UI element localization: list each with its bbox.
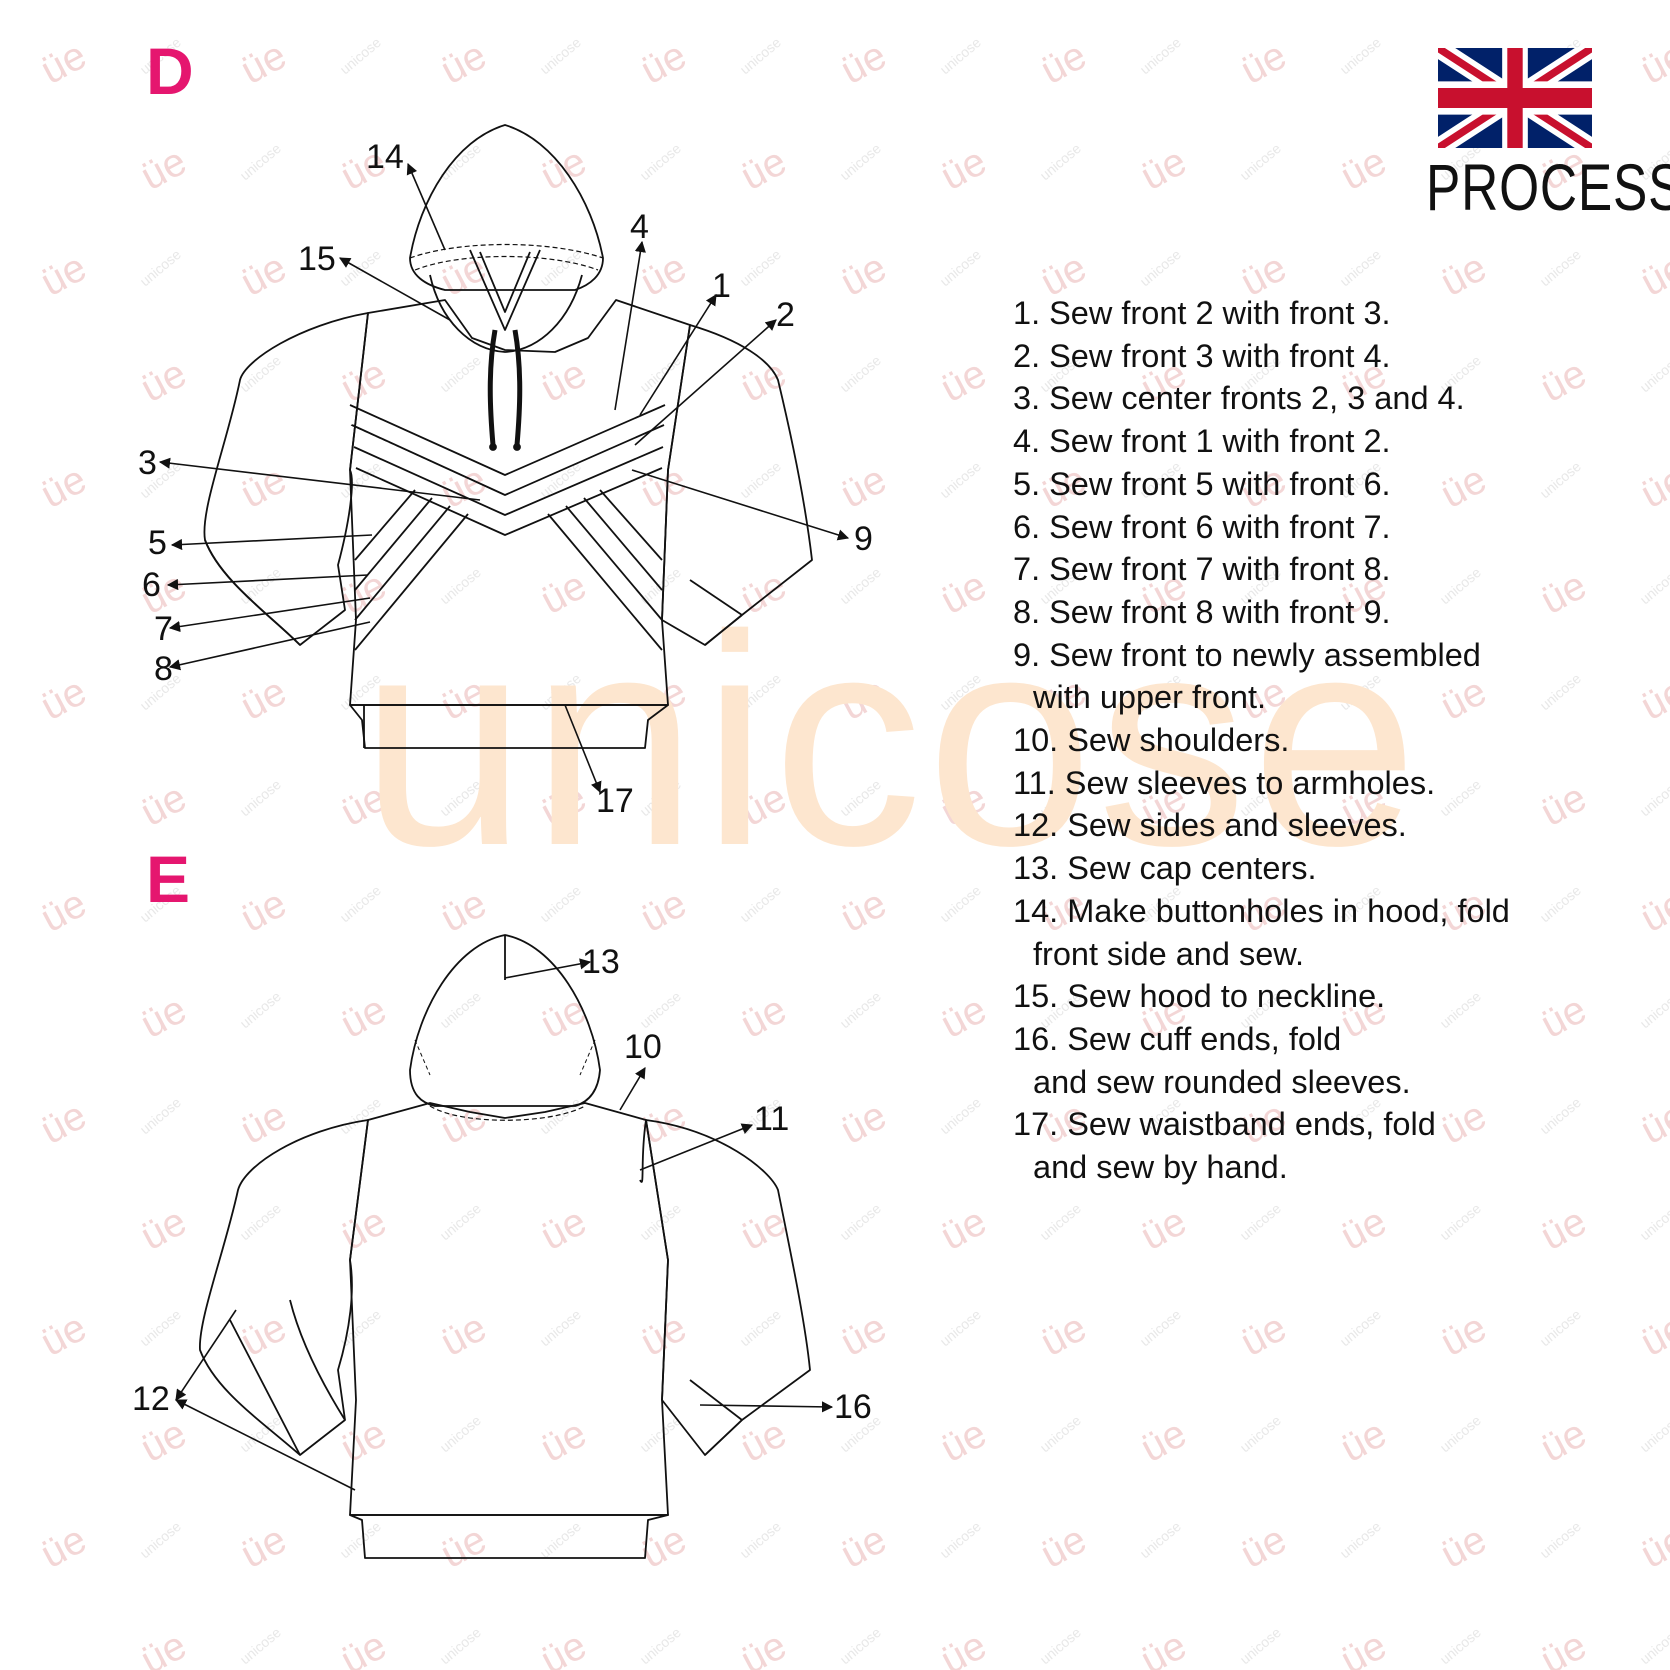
step-item: 8. Sew front 8 with front 9.	[1013, 591, 1633, 634]
callout-1: 1	[712, 267, 731, 305]
callout-8: 8	[154, 650, 173, 688]
step-text: 14. Make buttonholes in hood, fold	[1013, 892, 1510, 929]
step-text: 4. Sew front 1 with front 2.	[1013, 423, 1391, 460]
step-item: 6. Sew front 6 with front 7.	[1013, 506, 1633, 549]
step-item: 13. Sew cap centers.	[1013, 847, 1633, 890]
callout-9: 9	[854, 520, 873, 558]
callout-13: 13	[582, 943, 620, 981]
uk-flag-icon	[1438, 48, 1592, 148]
step-text-continued: front side and sew.	[1033, 935, 1304, 972]
step-text: 13. Sew cap centers.	[1013, 850, 1317, 887]
step-text: 6. Sew front 6 with front 7.	[1013, 508, 1391, 545]
callout-12: 12	[132, 1380, 170, 1418]
step-text: 7. Sew front 7 with front 8.	[1013, 551, 1391, 588]
step-item: 5. Sew front 5 with front 6.	[1013, 463, 1633, 506]
step-item: 11. Sew sleeves to armholes.	[1013, 762, 1633, 805]
hoodie-back-sketch	[199, 934, 811, 1559]
step-item: 1. Sew front 2 with front 3.	[1013, 292, 1633, 335]
step-text: 1. Sew front 2 with front 3.	[1013, 295, 1391, 331]
step-text: 2. Sew front 3 with front 4.	[1013, 337, 1391, 374]
step-item: 7. Sew front 7 with front 8.	[1013, 548, 1633, 591]
callout-16: 16	[834, 1388, 872, 1426]
step-text-continued: with upper front.	[1033, 679, 1267, 716]
front-callout-labels: 1 2 3 4 5 6 7 8 9 14 15 17	[138, 138, 873, 820]
front-callout-arrows	[158, 162, 850, 794]
step-item: 9. Sew front to newly assembled with uppe…	[1013, 634, 1633, 719]
watermark-logo-text: unicose	[360, 572, 1423, 908]
back-callout-labels: 13 10 11 12 16	[132, 943, 872, 1426]
callout-4: 4	[630, 208, 649, 246]
step-item: 15. Sew hood to neckline.	[1013, 975, 1633, 1018]
step-item: 2. Sew front 3 with front 4.	[1013, 335, 1633, 378]
back-callout-arrows	[174, 958, 834, 1491]
step-text: 8. Sew front 8 with front 9.	[1013, 593, 1391, 630]
step-text: 10. Sew shoulders.	[1013, 722, 1290, 759]
step-item: 12. Sew sides and sleeves.	[1013, 804, 1633, 847]
step-text: 12. Sew sides and sleeves.	[1013, 807, 1407, 844]
step-item: 17. Sew waistband ends, fold and sew by h…	[1013, 1103, 1633, 1188]
step-item: 14. Make buttonholes in hood, fold front …	[1013, 890, 1633, 975]
step-text: 15. Sew hood to neckline.	[1013, 978, 1386, 1015]
step-item: 3. Sew center fronts 2, 3 and 4.	[1013, 377, 1633, 420]
step-text-continued: and sew by hand.	[1033, 1149, 1288, 1186]
step-item: 16. Sew cuff ends, fold and sew rounded s…	[1013, 1018, 1633, 1103]
step-item: 10. Sew shoulders.	[1013, 719, 1633, 762]
callout-6: 6	[142, 566, 161, 604]
callout-3: 3	[138, 444, 157, 482]
callout-10: 10	[624, 1028, 662, 1066]
section-label-back: E	[146, 842, 191, 916]
callout-17: 17	[596, 782, 634, 820]
step-text: 3. Sew center fronts 2, 3 and 4.	[1013, 380, 1465, 417]
step-text: 17. Sew waistband ends, fold	[1013, 1106, 1436, 1143]
step-text: 16. Sew cuff ends, fold	[1013, 1020, 1342, 1057]
page-title: PROCESS	[1426, 150, 1670, 224]
step-item: 4. Sew front 1 with front 2.	[1013, 420, 1633, 463]
callout-2: 2	[776, 296, 795, 334]
callout-15: 15	[298, 240, 336, 278]
callout-7: 7	[154, 610, 173, 648]
callout-5: 5	[148, 524, 167, 562]
sewing-steps-list: 1. Sew front 2 with front 3. 2. Sew front…	[1013, 292, 1633, 1189]
step-text: 11. Sew sleeves to armholes.	[1013, 764, 1436, 801]
section-label-front: D	[146, 34, 194, 108]
hoodie-front-sketch	[203, 124, 813, 749]
callout-14: 14	[366, 138, 404, 176]
step-text: 5. Sew front 5 with front 6.	[1013, 465, 1391, 502]
step-text: 9. Sew front to newly assembled	[1013, 636, 1481, 673]
callout-11: 11	[754, 1100, 789, 1138]
step-text-continued: and sew rounded sleeves.	[1033, 1063, 1411, 1100]
